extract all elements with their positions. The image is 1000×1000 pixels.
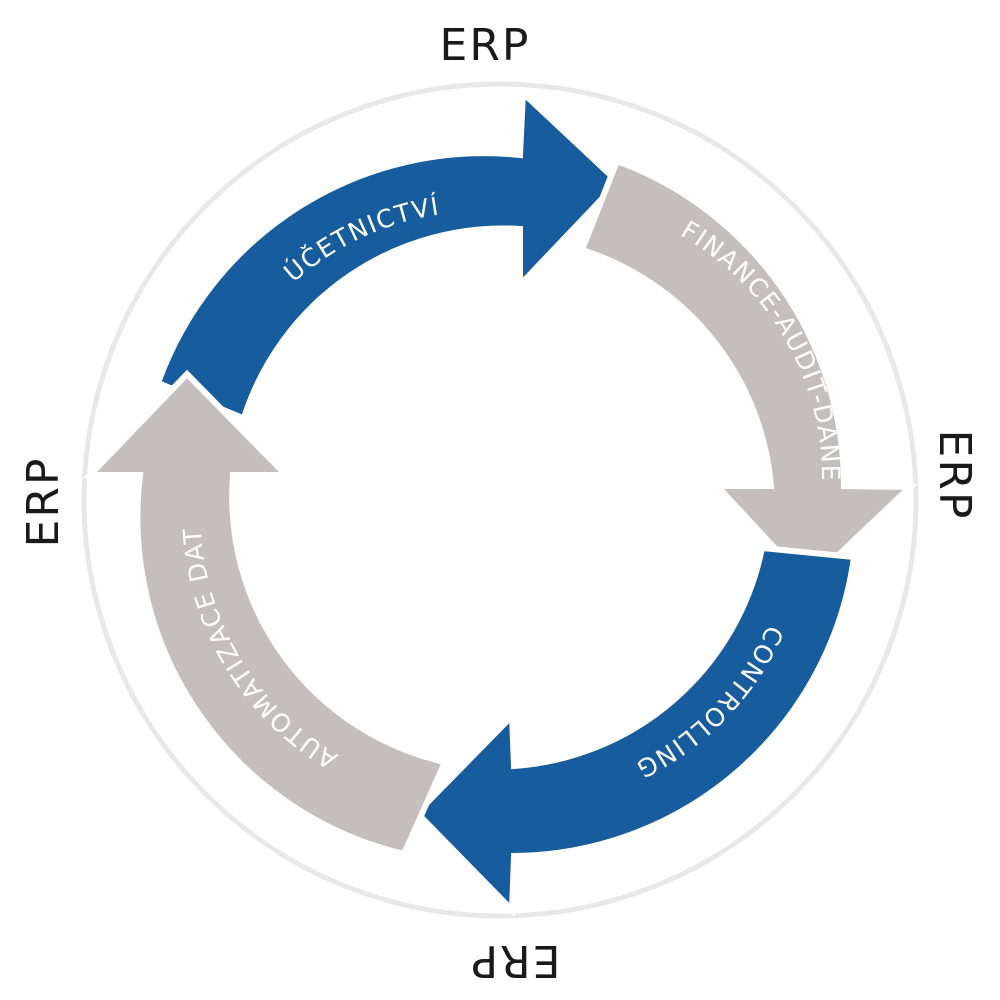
erp-label-left: ERP (18, 457, 69, 548)
erp-label-right: ERP (929, 430, 980, 521)
erp-label-bottom: ERP (470, 935, 561, 986)
data-automation-arrow (82, 369, 450, 858)
finance-audit-tax-arrow (578, 157, 918, 589)
accounting-arrow (154, 86, 623, 423)
outer-ring (81, 81, 919, 919)
controlling-arrow (412, 544, 858, 918)
erp-label-top: ERP (440, 20, 531, 71)
